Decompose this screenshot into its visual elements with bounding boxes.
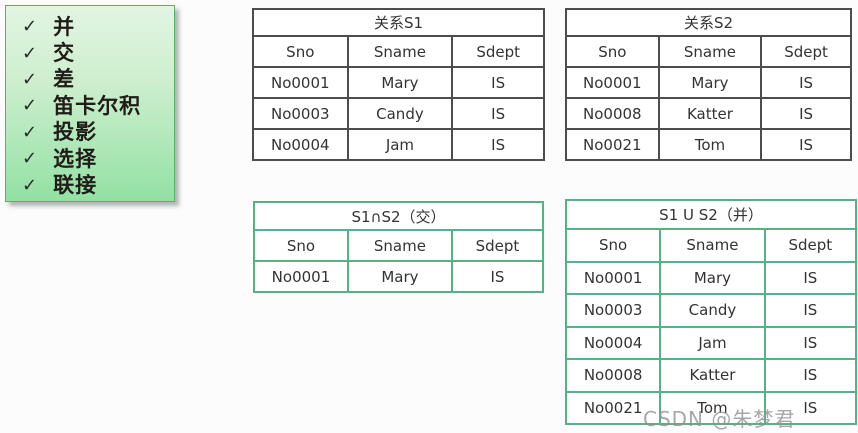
relational-operations-checklist: ✓并✓交✓差✓笛卡尔积✓投影✓选择✓联接 [5,5,175,202]
column-header: Sname [659,228,766,263]
table-cell: IS [450,260,545,293]
table-cell: IS [451,66,545,99]
column-header: Sdept [763,228,858,263]
table-cell: IS [760,97,852,130]
column-header: Sno [565,35,660,68]
table-cell: Tom [659,390,766,425]
table-cell: Mary [346,260,453,293]
check-icon: ✓ [22,121,38,143]
watermark: CSDN @朱梦君 [643,407,796,431]
table-cell: No0004 [564,325,662,360]
check-icon: ✓ [22,42,38,64]
checklist-item-label: 投影 [53,120,98,145]
table-cell: Katter [659,358,766,393]
table-cell: No0003 [252,97,349,130]
checklist-item-label: 联接 [53,173,98,198]
table-cell: IS [760,66,852,99]
check-icon: ✓ [22,16,38,38]
table-cell: No0001 [564,260,662,295]
table-cell: No0001 [252,66,349,99]
table-cell: Mary [657,66,763,99]
checklist-item: ✓ 笛卡尔积 [22,93,174,119]
table-caption: S1∩S2（交） [253,201,544,231]
column-header: Sno [252,35,349,68]
table-cell: No0008 [565,97,660,130]
table-cell: IS [763,390,858,425]
checklist-item: ✓ 投影 [22,120,174,146]
checklist-item: ✓并 [22,14,174,40]
column-header: Sno [564,228,662,263]
table-cell: Jam [346,128,454,161]
table-cell: No0001 [253,260,349,293]
checklist-item-label: 笛卡尔积 [53,93,142,118]
table-cell: IS [451,97,545,130]
table-cell: IS [763,293,858,328]
checklist-item-label: 差 [53,67,76,92]
table-cell: No0021 [565,128,660,161]
checklist-item-label: 交 [53,41,76,66]
check-icon: ✓ [22,148,38,170]
checklist-item-label: 并 [53,14,76,39]
column-header: Sname [346,229,453,262]
column-header: Sdept [760,35,852,68]
table-cell: Mary [346,66,454,99]
column-header: Sdept [450,229,545,262]
table-cell: IS [760,128,852,161]
table-cell: No0001 [565,66,660,99]
table-cell: Katter [657,97,763,130]
table-cell: IS [763,260,858,295]
checklist-item: ✓ 联接 [22,172,174,198]
table-cell: No0003 [564,293,662,328]
column-header: Sname [657,35,763,68]
table-cell: No0008 [564,358,662,393]
table-cell: Tom [657,128,763,161]
check-icon: ✓ [22,68,38,90]
checklist-item: ✓ 选择 [22,146,174,172]
table-cell: Mary [659,260,766,295]
column-header: Sname [346,35,454,68]
table-cell: Jam [659,325,766,360]
table-cell: IS [763,325,858,360]
column-header: Sdept [451,35,545,68]
column-header: Sno [253,229,349,262]
table-cell: Candy [346,97,454,130]
check-icon: ✓ [22,174,38,196]
table-caption: 关系S2 [565,8,852,37]
table-caption: 关系S1 [252,8,545,37]
checklist-item-label: 选择 [53,146,98,171]
table-cell: Candy [659,293,766,328]
checklist-item: ✓交 [22,40,174,66]
check-icon: ✓ [22,95,38,117]
table-cell: No0021 [564,390,662,425]
checklist-item: ✓差 [22,67,174,93]
table-caption: S1 U S2（并） [565,199,857,230]
table-cell: No0004 [252,128,349,161]
table-cell: IS [451,128,545,161]
table-cell: IS [763,358,858,393]
